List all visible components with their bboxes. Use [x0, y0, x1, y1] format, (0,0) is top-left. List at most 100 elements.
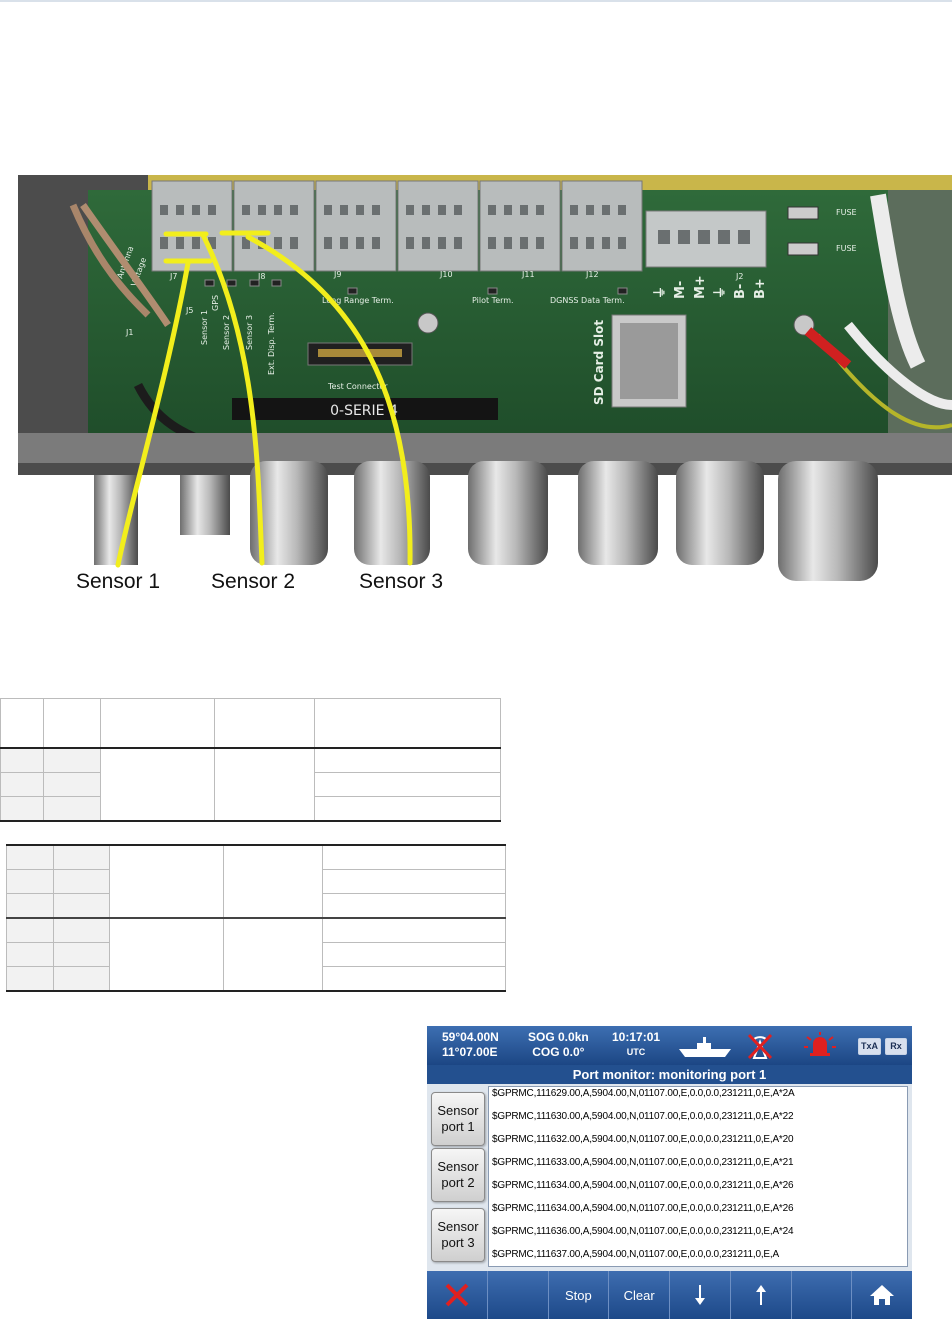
- status-bar: 59°04.00N 11°07.00E SOG 0.0kn COG 0.0° 1…: [427, 1026, 912, 1065]
- table-cell: [322, 869, 506, 894]
- table-cell: [322, 942, 506, 967]
- table-cell: [322, 844, 506, 870]
- table-cell: [99, 698, 215, 749]
- connector-board-photo: J7 J8 J9 J10 J11 J12 J2 J1 J5 Sensor 1 S…: [18, 175, 952, 600]
- label-j5: J5: [185, 306, 193, 315]
- txa-indicator: TxA: [858, 1038, 881, 1055]
- scroll-up-button[interactable]: [731, 1271, 792, 1319]
- table-cell: [42, 772, 101, 797]
- arrow-up-icon: [755, 1285, 766, 1305]
- table-cell: [322, 893, 506, 919]
- table-cell: [52, 844, 110, 870]
- sensor-3-label: Sensor 3: [359, 570, 444, 593]
- empty-button[interactable]: [792, 1271, 853, 1319]
- label-sensor-1: Sensor 1: [200, 310, 209, 345]
- table-cell: [99, 747, 215, 822]
- label-j1: J1: [125, 328, 133, 337]
- table-cell: [52, 917, 110, 943]
- cable-glands: [94, 461, 878, 581]
- table-cell: [6, 893, 54, 919]
- button-label: port 2: [441, 1175, 475, 1190]
- transmitter-off-icon[interactable]: [745, 1032, 775, 1060]
- table-cell: [0, 772, 44, 797]
- terminal-blocks: [151, 180, 767, 272]
- list-item: $GPRMC,111634.00,A,5904.00,N,01107.00,E,…: [492, 1180, 794, 1191]
- timezone: UTC: [626, 1047, 646, 1057]
- label-j2: J2: [735, 272, 743, 281]
- table-row: [6, 942, 506, 967]
- label-j9: J9: [333, 270, 341, 279]
- table-row: [6, 869, 506, 894]
- table-cell: [222, 844, 324, 919]
- label-dgnss-data-term: DGNSS Data Term.: [550, 296, 625, 305]
- table-cell: [0, 747, 44, 773]
- table-cell: [6, 942, 54, 967]
- table-row: [6, 844, 506, 919]
- clear-button[interactable]: Clear: [609, 1271, 670, 1319]
- label-j11: J11: [521, 270, 535, 279]
- button-label: port 1: [441, 1119, 475, 1134]
- table-row: [0, 796, 501, 822]
- rx-indicator: Rx: [885, 1038, 907, 1055]
- pin-gnd-2: ⏚: [713, 286, 728, 299]
- alarm-icon[interactable]: [803, 1031, 837, 1061]
- label-j10: J10: [439, 270, 453, 279]
- model-label: 0-SERIE 4: [330, 403, 398, 419]
- pin-gnd-1: ⏚: [653, 286, 668, 299]
- label-pilot-term: Pilot Term.: [472, 296, 514, 305]
- pin-b-minus: B-: [733, 284, 748, 299]
- position-readout: 59°04.00N 11°07.00E: [442, 1030, 499, 1060]
- stop-button[interactable]: Stop: [549, 1271, 610, 1319]
- label-ext-disp-term: Ext. Disp. Term.: [267, 312, 276, 375]
- table-cell: [0, 796, 44, 822]
- home-button[interactable]: [852, 1271, 912, 1319]
- table-cell: [213, 747, 316, 822]
- label-sensor-2: Sensor 2: [222, 315, 231, 350]
- empty-button[interactable]: [488, 1271, 549, 1319]
- time: 10:17:01: [612, 1030, 661, 1044]
- button-label: port 3: [441, 1235, 475, 1250]
- screen-title: Port monitor: monitoring port 1: [427, 1065, 912, 1084]
- label-fuse-1: FUSE: [836, 208, 857, 217]
- list-item: $GPRMC,111633.00,A,5904.00,N,01107.00,E,…: [492, 1157, 794, 1168]
- table-cell: [6, 844, 54, 870]
- table-cell: [52, 893, 110, 919]
- clock: 10:17:01 UTC: [612, 1030, 660, 1060]
- pin-table-2: [6, 844, 506, 992]
- scroll-down-button[interactable]: [670, 1271, 731, 1319]
- label-sd-card-slot: SD Card Slot: [592, 320, 606, 405]
- list-item: $GPRMC,111634.00,A,5904.00,N,01107.00,E,…: [492, 1203, 794, 1214]
- table-cell: [322, 966, 506, 992]
- table-cell: [322, 917, 506, 943]
- table-header-row: [0, 698, 501, 749]
- table-row: [6, 917, 506, 992]
- table-cell: [42, 796, 101, 822]
- message-monitor[interactable]: $GPRMC,111629.00,A,5904.00,N,01107.00,E,…: [488, 1086, 908, 1267]
- table-cell: [314, 796, 501, 822]
- table-row: [6, 893, 506, 919]
- label-fuse-2: FUSE: [836, 244, 857, 253]
- sensor-highlights: [115, 230, 413, 568]
- longitude: 11°07.00E: [442, 1045, 498, 1059]
- list-item: $GPRMC,111637.00,A,5904.00,N,01107.00,E,…: [492, 1249, 779, 1260]
- sog: SOG 0.0kn: [528, 1030, 589, 1044]
- list-item: $GPRMC,111630.00,A,5904.00,N,01107.00,E,…: [492, 1111, 794, 1122]
- label-test-connector: Test Connector: [327, 382, 388, 391]
- table-row: [6, 966, 506, 992]
- close-button[interactable]: [427, 1271, 488, 1319]
- button-label: Sensor: [437, 1159, 479, 1174]
- table-cell: [6, 917, 54, 943]
- cog: COG 0.0°: [532, 1045, 585, 1059]
- table-row: [0, 747, 501, 822]
- latitude: 59°04.00N: [442, 1030, 499, 1044]
- ship-icon[interactable]: [677, 1035, 737, 1059]
- table-cell: [52, 869, 110, 894]
- table-cell: [314, 698, 501, 749]
- header-rule: [0, 0, 952, 2]
- table-cell: [314, 772, 501, 797]
- table-row: [0, 772, 501, 797]
- home-icon: [870, 1285, 895, 1305]
